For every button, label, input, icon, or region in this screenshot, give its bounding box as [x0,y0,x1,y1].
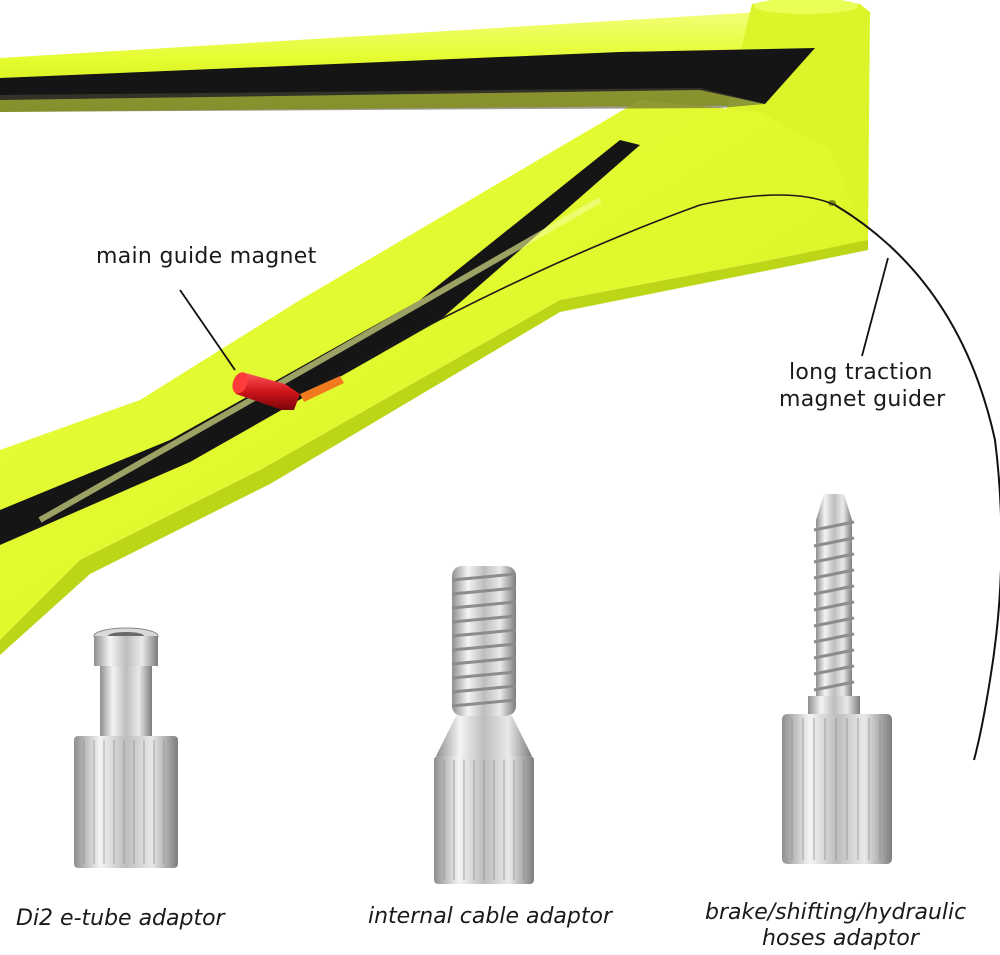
bike-frame [0,0,870,655]
internal-cable-adaptor-label: internal cable adaptor [368,904,612,929]
traction-cable [309,194,836,391]
long-traction-pointer [861,257,889,357]
brake-hose-adaptor [782,494,892,864]
brake-adaptor-label-line2: hoses adaptor [762,926,919,951]
long-traction-label-line2: magnet guider [779,387,946,412]
internal-cable-adaptor [434,566,534,884]
main-guide-pointer [179,289,236,371]
brake-adaptor-label-line1: brake/shifting/hydraulic [705,900,967,925]
main-guide-magnet [232,372,344,410]
long-traction-wire [834,204,1000,761]
di2-adaptor-label: Di2 e-tube adaptor [16,906,225,931]
main-guide-magnet-label: main guide magnet [96,244,317,269]
di2-adaptor [74,627,178,868]
long-traction-label-line1: long traction [789,360,933,385]
